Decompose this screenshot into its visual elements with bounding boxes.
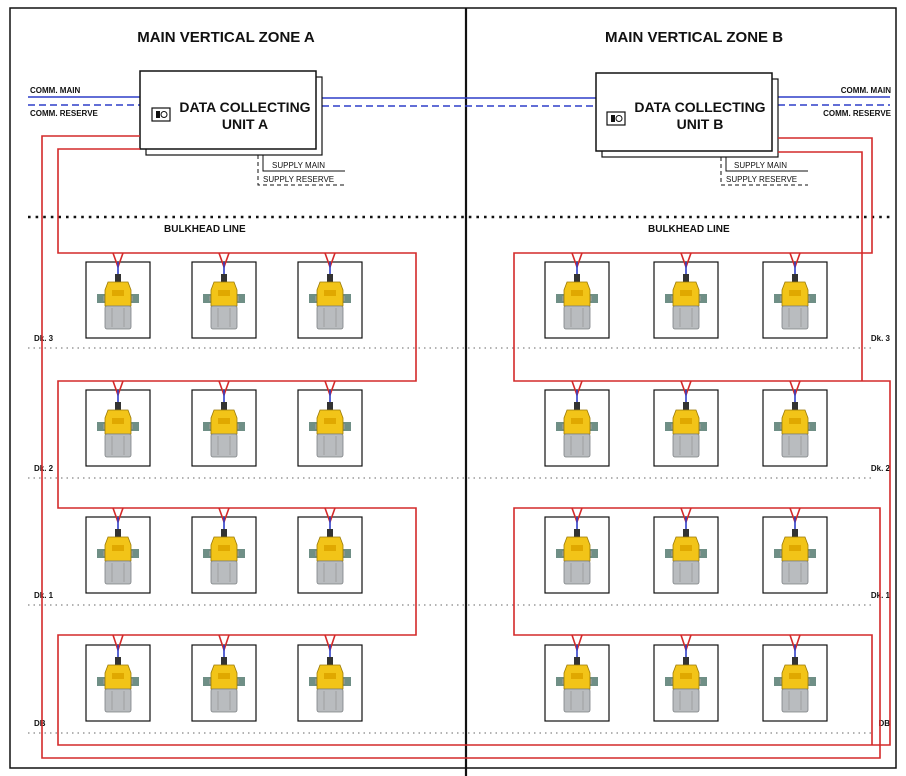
supply-main-label-b: SUPPLY MAIN (734, 161, 787, 170)
data-unit-icon (606, 111, 626, 126)
unit-b-line2: UNIT B (677, 116, 724, 132)
unit-a-line2: UNIT A (222, 116, 268, 132)
detector-unit (297, 252, 363, 339)
detector-unit (191, 380, 257, 467)
power-wiring (41, 135, 891, 759)
bulkhead-label-a: BULKHEAD LINE (164, 224, 246, 235)
bulkhead-label-b: BULKHEAD LINE (648, 224, 730, 235)
detector-unit (762, 634, 828, 722)
data-collecting-unit-b: DATA COLLECTING UNIT B (595, 72, 779, 158)
unit-a-line1: DATA COLLECTING (179, 99, 310, 115)
detector-unit (85, 507, 151, 594)
detector-unit (762, 252, 828, 339)
detector-unit (85, 634, 151, 722)
detector-unit (762, 507, 828, 594)
deck-label: Dk. 3 (871, 334, 891, 343)
zone-a-title: MAIN VERTICAL ZONE A (137, 29, 315, 46)
detector-unit (544, 634, 610, 722)
detector-unit (85, 252, 151, 339)
deck-label: DB (878, 719, 890, 728)
detector-unit (653, 634, 719, 722)
comm-reserve-label-b: COMM. RESERVE (823, 109, 892, 118)
deck-label: DB (34, 719, 46, 728)
deck-label: Dk. 2 (34, 464, 54, 473)
detector-unit (544, 507, 610, 594)
detector-unit (653, 507, 719, 594)
deck-label: Dk. 2 (871, 464, 891, 473)
zone-b-title: MAIN VERTICAL ZONE B (605, 29, 783, 46)
comm-reserve-label-a: COMM. RESERVE (30, 109, 99, 118)
data-collecting-unit-a: DATA COLLECTING UNIT A (139, 70, 323, 156)
supply-reserve-label-b: SUPPLY RESERVE (726, 175, 797, 184)
supply-main-label-a: SUPPLY MAIN (272, 161, 325, 170)
data-unit-icon (151, 107, 171, 122)
detector-unit (191, 507, 257, 594)
detector-unit (191, 252, 257, 339)
supply-reserve-label-a: SUPPLY RESERVE (263, 175, 334, 184)
detector-unit (653, 380, 719, 467)
detector-unit (762, 380, 828, 467)
detector-unit (297, 380, 363, 467)
deck-label: Dk. 1 (34, 591, 54, 600)
detector-unit (544, 252, 610, 339)
detector-unit (191, 634, 257, 722)
deck-labels-left: Dk. 3 Dk. 2 Dk. 1 DB (34, 334, 54, 728)
detector-unit (297, 634, 363, 722)
deck-label: Dk. 3 (34, 334, 54, 343)
comm-main-label-a: COMM. MAIN (30, 86, 80, 95)
comm-main-label-b: COMM. MAIN (841, 86, 891, 95)
supply-lines-a (257, 155, 345, 186)
detector-unit (544, 380, 610, 467)
outer-frame (9, 7, 897, 769)
comm-lines (28, 96, 890, 107)
detector-grid (85, 252, 828, 722)
unit-b-line1: DATA COLLECTING (634, 99, 765, 115)
supply-lines-b (720, 157, 808, 186)
detector-unit (85, 380, 151, 467)
detector-unit (653, 252, 719, 339)
detector-unit (297, 507, 363, 594)
deck-lines (28, 347, 872, 734)
